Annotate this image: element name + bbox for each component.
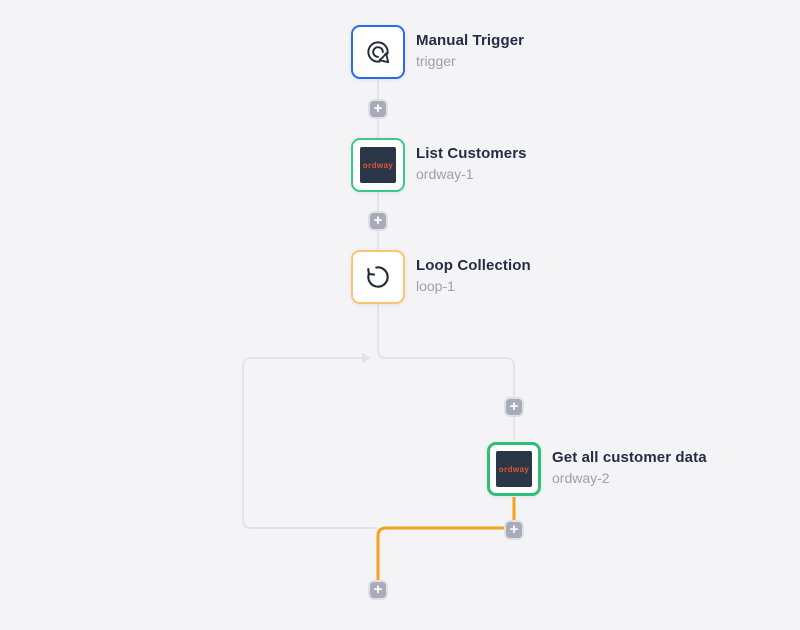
plus-icon: +: [373, 212, 383, 229]
node-list-customers[interactable]: ordway: [351, 138, 405, 192]
node-manual-trigger[interactable]: [351, 25, 405, 79]
node-title: Get all customer data: [552, 449, 707, 466]
add-node-button-before-ordway2[interactable]: +: [506, 399, 522, 415]
connector-active-loop-end: [376, 526, 505, 581]
node-subtitle: trigger: [416, 53, 456, 69]
ordway-logo-text: ordway: [498, 464, 530, 474]
loop-arrow-icon: [367, 266, 389, 288]
node-loop-collection[interactable]: [351, 250, 405, 304]
node-label-list-customers: List Customers ordway-1: [416, 144, 527, 184]
manual-trigger-click-icon: [367, 41, 390, 64]
plus-icon: +: [509, 398, 519, 415]
connector-loop-back: [242, 357, 377, 529]
add-node-button-after-trigger[interactable]: +: [370, 101, 386, 117]
loop-back-arrowhead-icon: [362, 352, 371, 364]
add-node-button-after-list-customers[interactable]: +: [370, 213, 386, 229]
add-node-button-after-ordway2[interactable]: +: [506, 522, 522, 538]
plus-icon: +: [509, 521, 519, 538]
ordway-logo-text: ordway: [362, 160, 394, 170]
node-title: Loop Collection: [416, 257, 531, 274]
node-subtitle: loop-1: [416, 278, 455, 294]
connector-loop-to-ordway2: [377, 304, 515, 441]
node-title: Manual Trigger: [416, 32, 525, 49]
node-subtitle: ordway-2: [552, 470, 610, 486]
plus-icon: +: [373, 581, 383, 598]
node-label-loop-collection: Loop Collection loop-1: [416, 256, 531, 296]
node-get-all-customer-data[interactable]: ordway: [487, 442, 541, 496]
node-label-manual-trigger: Manual Trigger trigger: [416, 31, 524, 71]
add-node-button-loop-end[interactable]: +: [370, 582, 386, 598]
ordway-logo: ordway: [360, 147, 396, 183]
node-subtitle: ordway-1: [416, 166, 474, 182]
node-title: List Customers: [416, 145, 527, 162]
plus-icon: +: [373, 100, 383, 117]
ordway-logo: ordway: [496, 451, 532, 487]
node-label-get-all-customer-data: Get all customer data ordway-2: [552, 448, 707, 488]
